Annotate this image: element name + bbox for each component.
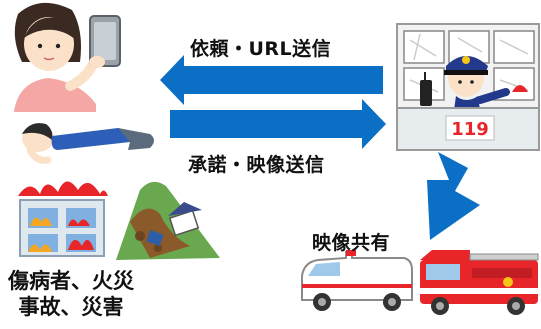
victims-line-1: 傷病者、火災 [8,269,134,293]
accept-video-label: 承諾・映像送信 [188,154,325,176]
fire-truck-icon [420,250,539,315]
share-arrow [427,152,480,240]
dispatcher-icon: 119 [396,23,540,151]
victims-line-2: 事故、災害 [18,295,124,319]
call-center-sign: 119 [451,119,489,140]
request-url-label: 依頼・URL送信 [190,38,332,60]
accept-arrow [170,99,386,149]
landslide-icon [116,181,220,260]
victim-categories-label: 傷病者、火災 事故、災害 [8,268,134,320]
person-with-smartphone-icon [14,2,121,112]
injured-person-icon [22,123,154,164]
burning-building-icon [18,181,108,257]
request-arrow [160,55,383,105]
video-share-label: 映像共有 [312,232,391,254]
ambulance-icon [301,250,413,311]
